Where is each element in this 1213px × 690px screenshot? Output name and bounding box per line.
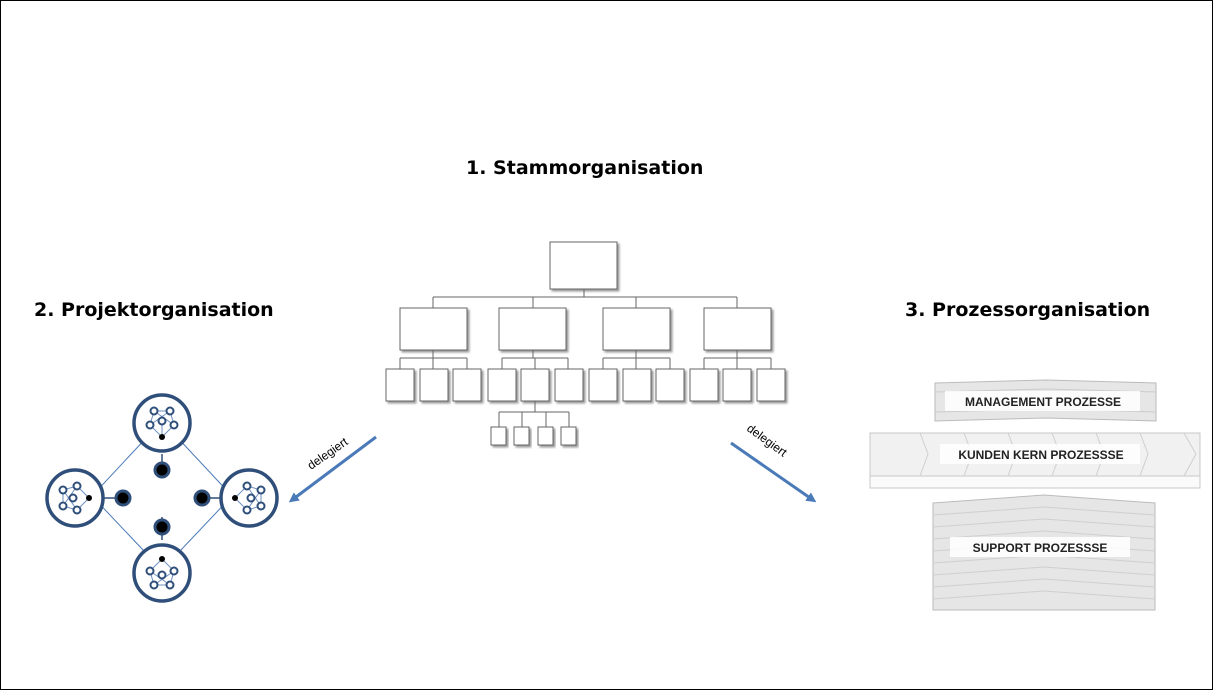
org-box-level4 — [537, 426, 554, 446]
org-box-level4 — [513, 426, 530, 446]
org-box-level3 — [689, 368, 719, 402]
delegate-arrow-left — [288, 435, 377, 503]
management-process-block: MANAGEMENT PROZESSE — [934, 379, 1157, 422]
org-box-level3 — [385, 368, 415, 402]
org-box-level3 — [722, 368, 752, 402]
network-hub-node — [114, 489, 132, 507]
org-chart — [385, 241, 786, 446]
org-box-level2 — [498, 307, 567, 351]
heading-prozessorganisation: 3. Prozessorganisation — [905, 299, 1151, 321]
org-box-level3 — [756, 368, 786, 402]
org-box-level4 — [490, 426, 507, 446]
org-box-level3 — [452, 368, 482, 402]
project-network — [45, 393, 279, 603]
delegate-label-left: delegiert — [305, 434, 351, 472]
org-box-level3 — [588, 368, 618, 402]
org-box-level2 — [602, 307, 671, 351]
process-model: MANAGEMENT PROZESSE KUNDEN KERN PROZESSS… — [869, 379, 1201, 611]
heading-stammorganisation: 1. Stammorganisation — [466, 157, 704, 179]
support-process-block: SUPPORT PROZESSSE — [932, 494, 1156, 611]
network-hub-node — [153, 461, 171, 479]
org-box-level4 — [560, 426, 577, 446]
org-box-level2 — [703, 307, 772, 351]
org-box-top — [549, 241, 618, 290]
org-box-level3 — [419, 368, 449, 402]
core-process-band: KUNDEN KERN PROZESSSE — [869, 432, 1201, 489]
core-process-label: KUNDEN KERN PROZESSSE — [958, 448, 1123, 462]
org-box-level3 — [487, 368, 517, 402]
management-process-label: MANAGEMENT PROZESSE — [965, 395, 1121, 409]
heading-projektorganisation: 2. Projektorganisation — [34, 299, 274, 321]
org-box-level3 — [554, 368, 584, 402]
team-cluster-top — [132, 393, 192, 453]
org-box-level2 — [399, 307, 468, 351]
delegate-arrow-right — [730, 441, 817, 503]
team-cluster-left — [45, 468, 105, 528]
network-hub-node — [193, 489, 211, 507]
delegate-label-right: delegiert — [744, 421, 790, 460]
org-box-level3 — [622, 368, 652, 402]
network-hub-node — [153, 518, 171, 536]
team-cluster-right — [219, 468, 279, 528]
team-cluster-bottom — [132, 543, 192, 603]
support-process-label: SUPPORT PROZESSSE — [973, 541, 1108, 555]
org-box-level3 — [520, 368, 550, 402]
org-box-level3 — [655, 368, 685, 402]
